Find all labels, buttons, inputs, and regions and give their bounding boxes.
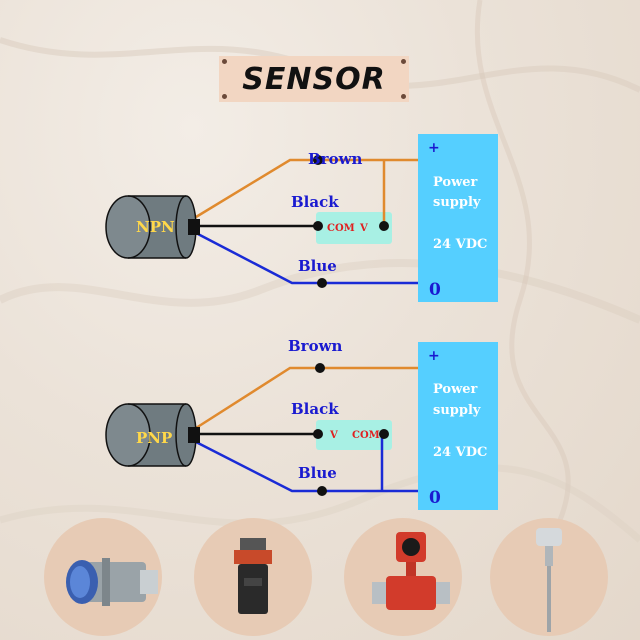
supply-voltage: 24 VDC — [433, 445, 487, 460]
page-title: SENSOR — [242, 61, 386, 97]
switch-module — [316, 420, 392, 450]
supply-label-line2: supply — [433, 195, 481, 210]
title-banner: SENSOR — [219, 56, 409, 102]
junction-dot — [313, 155, 323, 165]
junction-dot — [317, 278, 327, 288]
brown-wire — [195, 158, 418, 219]
supply-plus: + — [428, 140, 440, 156]
supply-zero: 0 — [429, 280, 441, 300]
junction-dot — [317, 486, 327, 496]
pin-dot — [222, 59, 227, 64]
supply-label-line1: Power — [433, 175, 478, 190]
junction-dot — [379, 221, 389, 231]
brown-wire-label: Brown — [288, 337, 342, 355]
supply-label-line1: Power — [433, 382, 478, 397]
proximity-sensor-image — [44, 518, 162, 636]
flowmeter-image — [344, 518, 462, 636]
module-left-label: V — [329, 430, 338, 441]
blue-wire — [195, 440, 418, 493]
black-wire-label: Black — [291, 400, 339, 418]
supply-zero: 0 — [429, 488, 441, 508]
ultrasonic-sensor-image — [194, 518, 312, 636]
black-wire-label: Black — [291, 193, 339, 211]
blue-wire-label: Blue — [298, 257, 337, 275]
pnp-diagram: + Power supply 24 VDC 0 V COM Brown Blac… — [105, 337, 498, 510]
npn-label: NPN — [136, 218, 175, 236]
brown-wire — [195, 366, 418, 430]
pin-dot — [401, 59, 406, 64]
npn-sensor-body: NPN — [105, 195, 200, 259]
pnp-sensor-body: PNP — [105, 403, 200, 467]
pin-dot — [222, 94, 227, 99]
blue-wire-label: Blue — [298, 464, 337, 482]
pin-dot — [401, 94, 406, 99]
switch-module — [316, 212, 392, 244]
supply-label-line2: supply — [433, 403, 481, 418]
module-right-label: COM — [352, 430, 380, 441]
module-right-label: V — [359, 223, 368, 234]
temperature-probe-image — [490, 518, 608, 636]
npn-diagram: + Power supply 24 VDC 0 COM V Brown Blac… — [105, 134, 498, 302]
power-supply-box — [418, 342, 498, 510]
supply-plus: + — [428, 348, 440, 364]
brown-wire-label: Brown — [308, 150, 362, 168]
junction-dot — [313, 221, 323, 231]
supply-voltage: 24 VDC — [433, 237, 487, 252]
pnp-label: PNP — [136, 429, 172, 447]
junction-dot — [313, 429, 323, 439]
power-supply-box — [418, 134, 498, 302]
module-left-label: COM — [327, 223, 355, 234]
blue-wire — [195, 231, 418, 285]
junction-dot — [315, 363, 325, 373]
junction-dot — [379, 429, 389, 439]
